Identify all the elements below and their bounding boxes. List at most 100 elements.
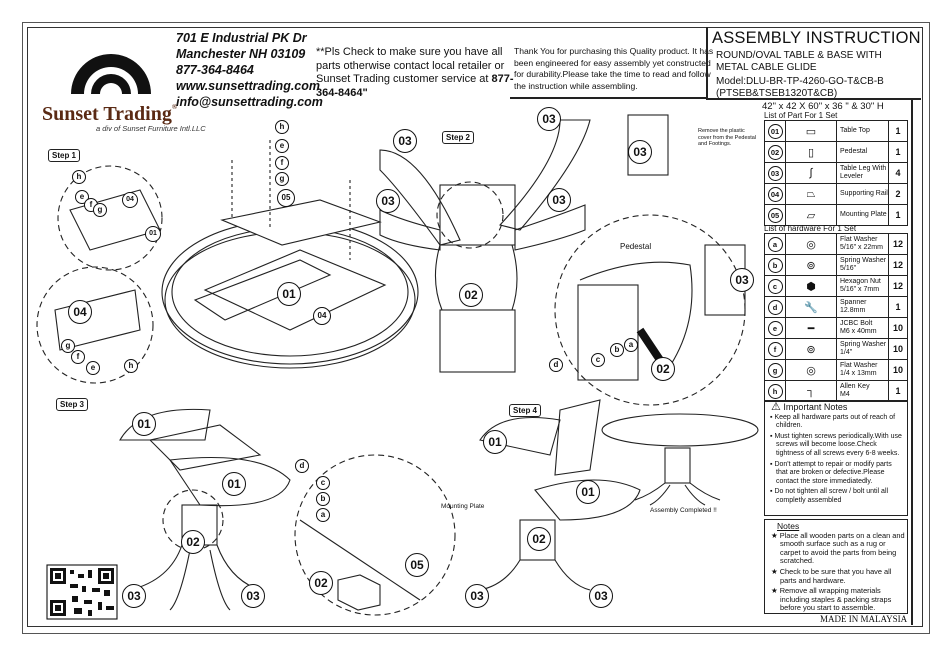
hardware-g-callout: g xyxy=(275,172,289,186)
notes-heading: Notes xyxy=(777,521,800,531)
part-02-callout: 02 xyxy=(181,530,205,554)
part-04-callout: 04 xyxy=(313,307,331,325)
part-03-callout: 03 xyxy=(376,189,400,213)
important-notes-heading: ⚠ Important Notes xyxy=(765,401,907,414)
hardware-h-callout: h xyxy=(275,120,289,134)
item-name: Flat Washer xyxy=(840,236,878,243)
part-05-callout: 05 xyxy=(277,189,295,207)
item-qty: 1 xyxy=(888,296,908,318)
part-05-callout: 05 xyxy=(405,553,429,577)
part-03-callout: 03 xyxy=(122,584,146,608)
page-title: ASSEMBLY INSTRUCTION xyxy=(712,29,921,47)
item-name: Hexagon Nut xyxy=(840,278,881,285)
item-id: c xyxy=(767,278,783,294)
brand-division: a div of Sunset Furniture Intl.LLC xyxy=(96,124,206,133)
bullet-icon: ▪ xyxy=(770,488,775,496)
part-04-callout: 04 xyxy=(68,300,92,324)
website-link[interactable]: www.sunsettrading.com xyxy=(176,79,321,93)
item-qty: 10 xyxy=(888,338,908,360)
note-item: ★ Check to be sure that you have all par… xyxy=(768,567,905,585)
hardware-b-callout: b xyxy=(316,492,330,506)
part-04-callout: 04 xyxy=(122,192,138,208)
bullet-icon: ▪ xyxy=(770,432,775,440)
address-line2: Manchester NH 03109 xyxy=(176,47,306,61)
hardware-d-callout: d xyxy=(549,358,563,372)
item-id: 02 xyxy=(767,144,783,160)
brand-name: Sunset Trading® xyxy=(42,103,177,126)
hardware-e-callout: e xyxy=(275,139,289,153)
item-id: h xyxy=(767,383,783,399)
hardware-f-callout: f xyxy=(71,350,85,364)
important-note-item: ▪ Don't attempt to repair or modify part… xyxy=(768,461,905,487)
part-01-callout: 01 xyxy=(222,472,246,496)
model-line1: Model:DLU-BR-TP-4260-GO-T&CB-B xyxy=(716,76,884,87)
step4-drawing xyxy=(479,399,759,591)
plate-icon: ▱ xyxy=(785,204,837,226)
step-2-label: Step 2 xyxy=(442,131,475,144)
hardware-g-callout: g xyxy=(61,339,75,353)
item-spec: 5/16" x 7mm xyxy=(840,286,880,293)
phone: 877-364-8464 xyxy=(176,63,254,77)
hardware-c-callout: c xyxy=(591,353,605,367)
step-1-label: Step 1 xyxy=(48,149,81,162)
part-02-callout: 02 xyxy=(651,357,675,381)
important-notes-box: ⚠ Important Notes ▪ Keep all hardware pa… xyxy=(764,400,908,516)
warning-icon: ⚠ xyxy=(771,401,781,413)
parts-list-heading: List of Part For 1 Set xyxy=(764,111,838,120)
item-qty: 12 xyxy=(888,233,908,255)
item-name: Table Leg With Leveler xyxy=(840,165,887,180)
item-spec: M6 x 40mm xyxy=(840,328,877,335)
part-03-callout: 03 xyxy=(589,584,613,608)
qr-code-icon xyxy=(46,564,118,620)
subtitle-line1: ROUND/OVAL TABLE & BASE WITH xyxy=(716,50,882,61)
item-id: g xyxy=(767,362,783,378)
part-02-callout: 02 xyxy=(527,527,551,551)
dimensions: 42" x 42 X 60" x 36 " & 30" H xyxy=(762,101,884,112)
item-id: 03 xyxy=(767,165,783,181)
mounting-plate-label: Mounting Plate xyxy=(441,503,485,510)
item-spec: 5/16" xyxy=(840,265,857,272)
step-4-label: Step 4 xyxy=(509,404,542,417)
hardware-a-callout: a xyxy=(316,508,330,522)
product-subtitle: ROUND/OVAL TABLE & BASE WITH METAL CABLE… xyxy=(716,50,882,74)
item-id: 01 xyxy=(767,123,783,139)
item-name: Allen Key xyxy=(840,383,870,390)
item-id-cell: f xyxy=(764,338,786,360)
item-name: Pedestal xyxy=(840,148,868,155)
hardware-h-callout: h xyxy=(72,170,86,184)
item-name: Spring Washer xyxy=(840,257,887,264)
important-note-text: Keep all hardware parts out of reach of … xyxy=(774,413,896,430)
made-in: MADE IN MALAYSIA xyxy=(820,614,908,624)
item-name: Spring Washer xyxy=(840,341,887,348)
item-spec: M4 xyxy=(840,391,850,398)
note-item: ★ Place all wooden parts on a clean and … xyxy=(768,531,905,566)
part-03-callout: 03 xyxy=(537,107,561,131)
address-line1: 701 E Industrial PK Dr xyxy=(176,31,307,45)
part-01-callout: 01 xyxy=(132,412,156,436)
registered-mark: ® xyxy=(171,103,178,111)
important-note-item: ▪ Do not tighten all screw / bolt until … xyxy=(768,488,905,505)
item-id: f xyxy=(767,341,783,357)
header-divider xyxy=(510,97,706,99)
important-note-text: Don't attempt to repair or modify parts … xyxy=(774,460,892,485)
item-id-cell: 05 xyxy=(764,204,786,226)
hardware-e-callout: e xyxy=(86,361,100,375)
hardware-list-heading: List of hardware For 1 Set xyxy=(764,224,857,233)
check-notice-text: **Pls Check to make sure you have all pa… xyxy=(316,46,505,85)
email-link[interactable]: info@sunsettrading.com xyxy=(176,95,323,109)
title-divider xyxy=(706,98,921,100)
part-03-callout: 03 xyxy=(241,584,265,608)
item-name: Supporting Rail xyxy=(840,190,888,197)
part-02-callout: 02 xyxy=(309,571,333,595)
notes-box: Notes ★ Place all wooden parts on a clea… xyxy=(764,519,908,614)
part-02-callout: 02 xyxy=(459,283,483,307)
